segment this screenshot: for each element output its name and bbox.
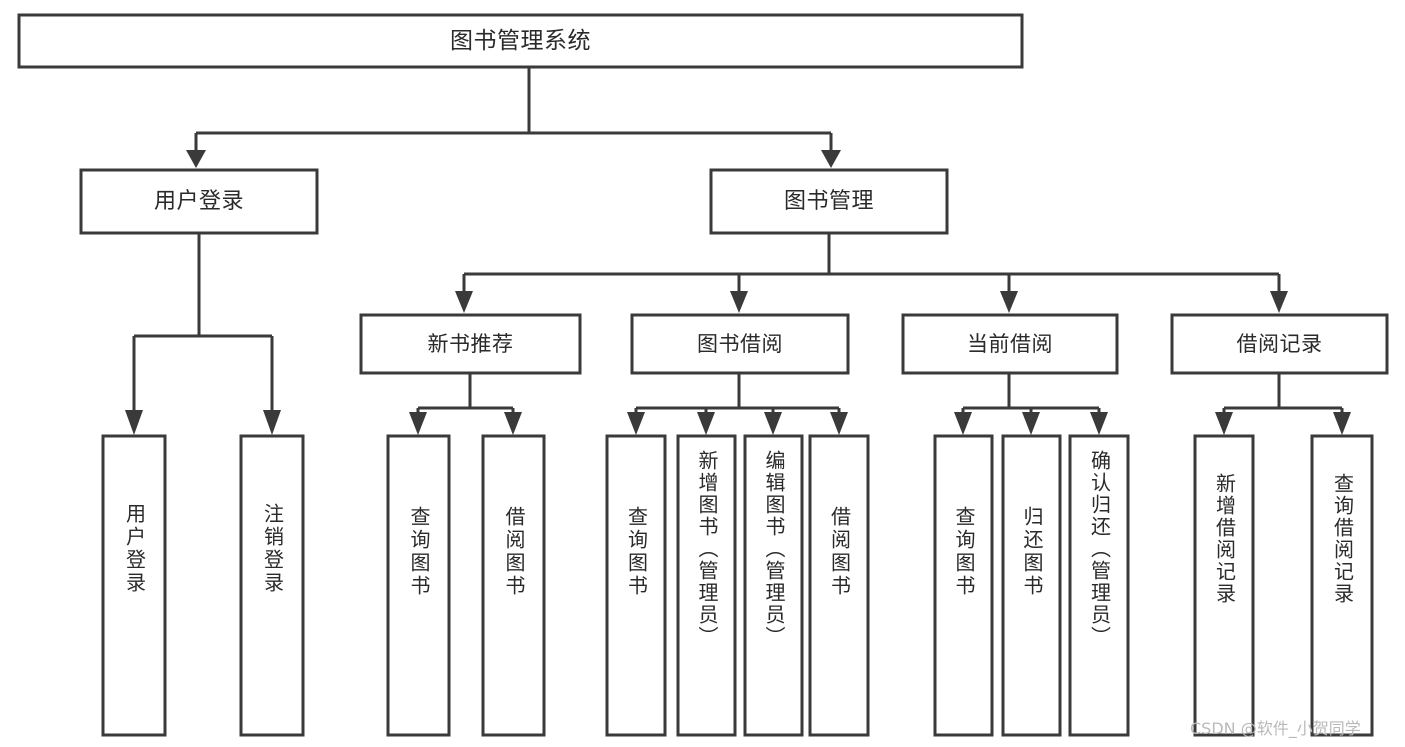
node-current-borrow-box[interactable] <box>901 313 1119 375</box>
leaf-box-bb-add-book[interactable] <box>676 434 737 737</box>
leaf-box-user-login[interactable] <box>101 434 167 737</box>
leaf-box-cb-return-book[interactable] <box>1001 434 1062 737</box>
node-book-borrow-box[interactable] <box>630 313 850 375</box>
arrow-current-borrow <box>1000 291 1018 313</box>
arrow-br-leaf-1 <box>1215 412 1233 435</box>
arrow-new-book-recommend <box>455 291 473 313</box>
arrow-nbr-leaf-1 <box>409 412 427 435</box>
arrow-cb-leaf-3 <box>1090 412 1108 435</box>
leaf-box-cb-confirm-return[interactable] <box>1068 434 1130 737</box>
leaf-box-nbr-query-book[interactable] <box>386 434 451 737</box>
leaf-box-br-query-record[interactable] <box>1310 434 1374 737</box>
leaf-box-nbr-borrow-book[interactable] <box>481 434 546 737</box>
arrow-bb-leaf-3 <box>764 412 782 435</box>
leaf-box-logout[interactable] <box>239 434 305 737</box>
arrow-book-borrow <box>730 291 748 313</box>
arrow-cb-leaf-2 <box>1022 412 1040 435</box>
arrow-borrow-record <box>1270 291 1288 313</box>
node-book-mgmt-box[interactable] <box>709 168 949 235</box>
arrow-book-mgmt <box>821 150 841 168</box>
leaf-box-cb-query-book[interactable] <box>933 434 994 737</box>
leaf-box-bb-query-book[interactable] <box>605 434 667 737</box>
arrow-bb-leaf-4 <box>830 412 848 435</box>
leaf-box-br-add-record[interactable] <box>1193 434 1255 737</box>
arrow-cb-leaf-1 <box>954 412 972 435</box>
node-user-login-box[interactable] <box>79 168 319 235</box>
node-root-box[interactable] <box>17 13 1024 69</box>
arrow-bb-leaf-2 <box>697 412 715 435</box>
leaf-box-bb-edit-book[interactable] <box>743 434 804 737</box>
node-borrow-record-box[interactable] <box>1170 313 1389 375</box>
arrow-nbr-leaf-2 <box>504 412 522 435</box>
arrow-user-login <box>186 150 206 168</box>
leaf-box-bb-borrow-book[interactable] <box>808 434 870 737</box>
arrow-br-leaf-2 <box>1333 412 1351 435</box>
arrow-leaf-user-login <box>125 410 143 435</box>
node-new-book-recommend-box[interactable] <box>359 313 582 375</box>
arrow-bb-leaf-1 <box>627 412 645 435</box>
arrow-leaf-logout <box>263 410 281 435</box>
